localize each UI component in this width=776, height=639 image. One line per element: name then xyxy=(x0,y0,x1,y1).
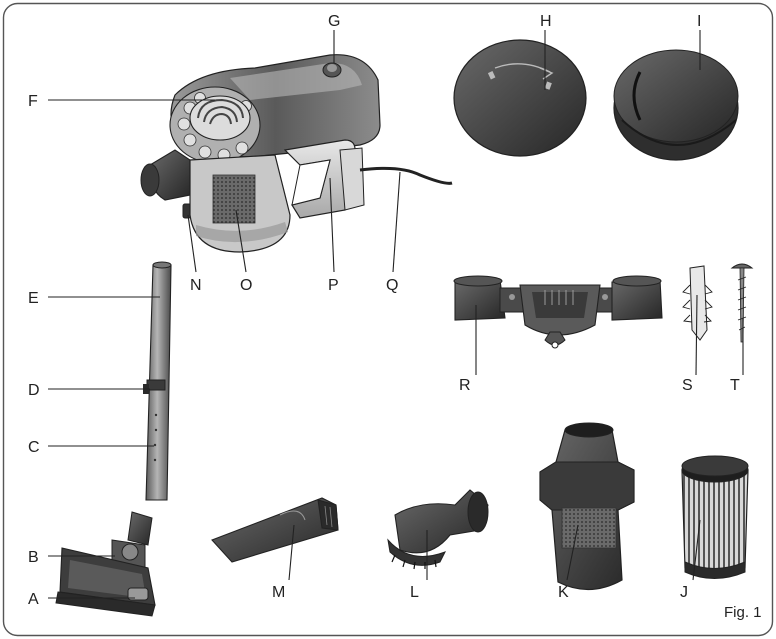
label-f: F xyxy=(28,93,38,110)
label-n: N xyxy=(190,277,202,294)
leader-lines xyxy=(48,30,744,599)
label-j: J xyxy=(680,584,688,601)
label-e: E xyxy=(28,290,39,307)
wall-plug xyxy=(682,265,713,341)
filter-cap-outer xyxy=(453,39,587,157)
label-h: H xyxy=(540,13,552,30)
label-c: C xyxy=(28,439,40,456)
label-p: P xyxy=(328,277,339,294)
cyclone-shroud xyxy=(539,422,635,591)
wall-bracket xyxy=(453,275,663,349)
crevice-tool xyxy=(211,497,339,563)
label-s: S xyxy=(682,377,693,394)
label-l: L xyxy=(410,584,419,601)
label-m: M xyxy=(272,584,285,601)
extension-wand xyxy=(143,261,172,501)
figure-caption: Fig. 1 xyxy=(724,604,762,621)
label-q: Q xyxy=(386,277,398,294)
label-g: G xyxy=(328,13,340,30)
label-o: O xyxy=(240,277,252,294)
label-i: I xyxy=(697,13,701,30)
label-t: T xyxy=(730,377,740,394)
brush-tool xyxy=(387,489,489,570)
label-a: A xyxy=(28,591,39,608)
label-b: B xyxy=(28,549,39,566)
label-r: R xyxy=(459,377,471,394)
part-labels: F G H I E D C B A N O P Q R S T M L K J xyxy=(28,13,740,608)
filter-cap-inner xyxy=(613,49,739,161)
label-d: D xyxy=(28,382,40,399)
label-k: K xyxy=(558,584,569,601)
handheld-main-body xyxy=(140,54,453,253)
hepa-filter xyxy=(681,455,749,579)
